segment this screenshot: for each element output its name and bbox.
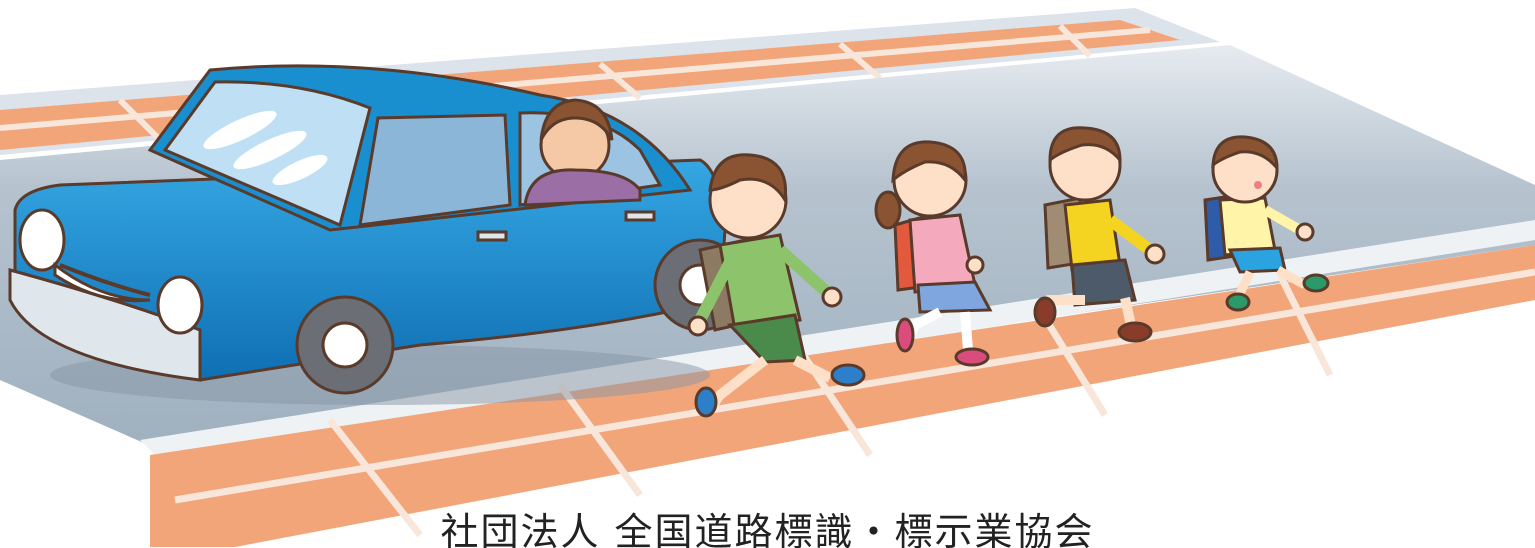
child-pink-shirt	[874, 140, 993, 367]
child-green-shirt	[687, 153, 866, 418]
near-sidewalk	[150, 245, 1535, 547]
car	[8, 64, 747, 405]
child-small-blue-backpack	[1203, 135, 1330, 312]
organization-caption: 社団法人 全国道路標識・標示業協会	[440, 512, 1095, 548]
child-yellow-shirt	[1033, 126, 1166, 343]
